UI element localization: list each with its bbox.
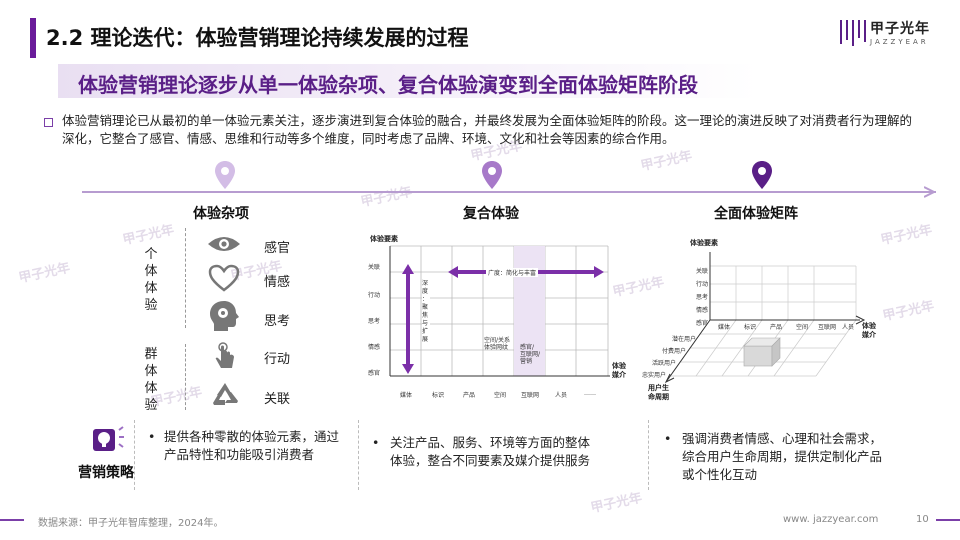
row-label: 情感 xyxy=(696,307,709,314)
bullet-dot: • xyxy=(664,431,672,446)
breadth-label: 广度：简化与丰富 xyxy=(486,268,539,277)
footer-accent xyxy=(936,519,960,521)
axis-title-y: 体验要素 xyxy=(690,239,718,247)
logo-name-en: JAZZYEAR xyxy=(870,38,929,46)
stage-title: 全面体验矩阵 xyxy=(714,206,798,222)
page-number: 10 xyxy=(916,514,929,525)
timeline-arrow-icon xyxy=(924,186,936,198)
cell-note: 空间/关系体验网纹 xyxy=(484,337,511,351)
depth-label: 付费用户 xyxy=(662,348,687,355)
group-label-individual: 个体体验 xyxy=(144,247,158,313)
watermark: 甲子光年 xyxy=(639,148,694,175)
location-pin-icon xyxy=(482,161,502,189)
bracket-line xyxy=(185,344,186,410)
col-label: 产品 xyxy=(770,324,783,331)
brain-head-icon xyxy=(210,301,239,331)
item-label: 情感 xyxy=(264,275,291,290)
watermark: 甲子光年 xyxy=(17,260,72,287)
row-label: 感官 xyxy=(368,370,381,377)
item-label: 关联 xyxy=(264,392,291,407)
col-label: 人员 xyxy=(842,324,855,331)
cell-note: 感官/互联网/营销 xyxy=(520,344,541,365)
col-label: 媒体 xyxy=(400,392,413,399)
col-label: 人员 xyxy=(555,392,568,399)
row-label: 关联 xyxy=(368,264,381,271)
bracket-line xyxy=(185,228,186,328)
watermark: 甲子光年 xyxy=(879,222,934,249)
row-label: 情感 xyxy=(368,344,381,351)
item-label: 行动 xyxy=(264,352,291,367)
col-label: 互联网 xyxy=(818,324,837,331)
strategy-label: 营销策略 xyxy=(78,465,134,481)
column-divider xyxy=(358,420,359,490)
eye-icon xyxy=(208,237,240,251)
page-subtitle: 体验营销理论逐步从单一体验杂项、复合体验演变到全面体验矩阵阶段 xyxy=(78,73,698,97)
col-label: 空间 xyxy=(796,324,809,331)
subtitle-banner xyxy=(58,64,758,98)
timeline-line xyxy=(82,191,936,193)
row-label: 思考 xyxy=(368,318,381,325)
col-label: 互联网 xyxy=(521,392,540,399)
col-label: 产品 xyxy=(463,392,476,399)
bullet-square-icon xyxy=(44,118,53,127)
row-label: 关联 xyxy=(696,268,709,275)
stage-title: 体验杂项 xyxy=(193,206,249,222)
item-label: 思考 xyxy=(264,314,291,329)
col-label: 标识 xyxy=(744,324,757,331)
website-link[interactable]: www. jazzyear.com xyxy=(783,514,879,525)
strategy-point: 强调消费者情感、心理和社会需求，综合用户生命周期，提供定制化产品或个性化互动 xyxy=(682,431,883,482)
axis-title-y: 体验要素 xyxy=(370,235,398,243)
title-accent-bar xyxy=(30,18,36,58)
row-label: 思考 xyxy=(696,294,709,301)
strategy-point: 关注产品、服务、环境等方面的整体体验，整合不同要素及媒介提供服务 xyxy=(390,435,591,468)
heart-icon xyxy=(208,264,240,292)
col-label: 媒体 xyxy=(718,324,731,331)
hand-touch-icon xyxy=(215,342,234,368)
depth-label: 深度：聚焦与扩展 xyxy=(422,280,430,344)
col-label: 空间 xyxy=(494,392,507,399)
column-divider xyxy=(134,420,135,490)
full-experience-matrix xyxy=(664,252,866,384)
data-source: 数据来源：甲子光年智库整理，2024年。 xyxy=(38,518,224,529)
col-label: …… xyxy=(584,390,596,397)
axis-title-z: 用户生命周期 xyxy=(648,384,669,401)
column-divider xyxy=(648,420,649,490)
logo-icon xyxy=(840,20,866,46)
location-pin-icon xyxy=(752,161,772,189)
item-label: 感官 xyxy=(264,241,291,256)
axis-title-x: 体验媒介 xyxy=(612,362,626,379)
watermark: 甲子光年 xyxy=(359,184,414,211)
depth-label: 活跃用户 xyxy=(652,360,677,367)
depth-label: 潜在用户 xyxy=(672,336,697,343)
row-label: 行动 xyxy=(368,292,381,299)
page-title: 2.2 理论迭代：体验营销理论持续发展的过程 xyxy=(46,26,469,50)
stage-title: 复合体验 xyxy=(463,206,519,222)
watermark: 甲子光年 xyxy=(881,298,936,325)
recycle-icon xyxy=(213,383,238,405)
footer-accent xyxy=(0,519,24,521)
row-label: 感官 xyxy=(696,320,709,327)
axis-title-x: 体验媒介 xyxy=(862,322,876,339)
bullet-dot: • xyxy=(148,429,156,444)
row-label: 行动 xyxy=(696,281,709,288)
logo-name: 甲子光年 xyxy=(870,21,930,37)
depth-label: 忠实用户 xyxy=(642,372,667,379)
strategy-point: 提供各种零散的体验元素，通过产品特性和功能吸引消费者 xyxy=(164,429,340,462)
description-text: 体验营销理论已从最初的单一体验元素关注，逐步演进到复合体验的融合，并最终发展为全… xyxy=(62,113,913,146)
watermark: 甲子光年 xyxy=(589,490,644,517)
group-label-collective: 群体体验 xyxy=(144,347,158,413)
marketing-bulb-icon xyxy=(93,426,124,451)
bullet-dot: • xyxy=(372,435,380,450)
composite-experience-grid xyxy=(389,245,610,377)
location-pin-icon xyxy=(215,161,235,189)
watermark: 甲子光年 xyxy=(121,222,176,249)
col-label: 标识 xyxy=(432,392,445,399)
